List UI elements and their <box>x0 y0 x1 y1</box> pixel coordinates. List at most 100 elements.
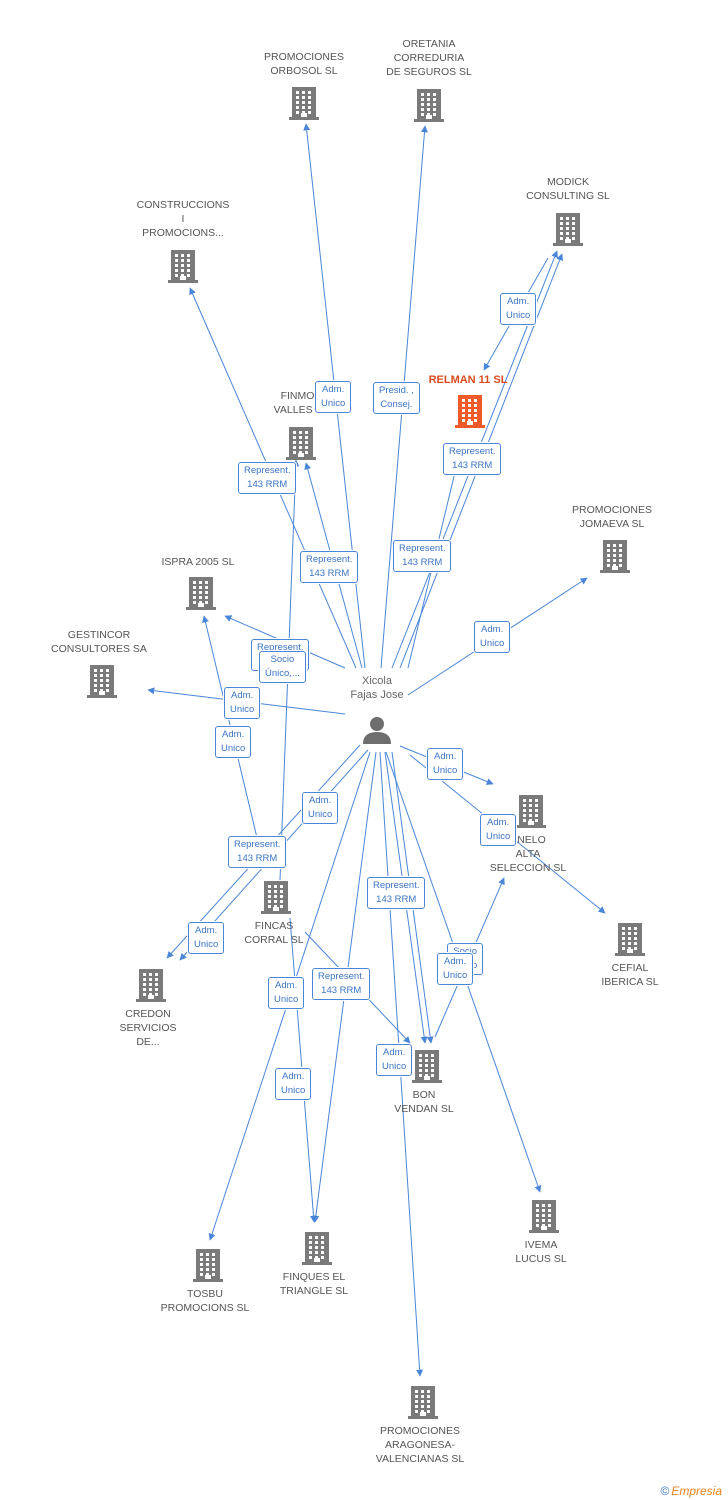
relation-label-line: Represent. <box>373 880 420 891</box>
relation-label-line: Adm. <box>383 1047 406 1058</box>
relation-label[interactable]: Represent.143 RRM <box>228 836 287 868</box>
relation-label[interactable]: Adm.Unico <box>315 381 352 413</box>
relation-label[interactable]: Adm.Unico <box>474 621 511 653</box>
building-icon[interactable] <box>289 87 319 120</box>
relation-label-line: 143 RRM <box>321 985 362 996</box>
building-icon[interactable] <box>193 1249 223 1282</box>
node-label-line: MODICK <box>547 176 589 188</box>
relation-label[interactable]: Adm.Unico <box>376 1044 413 1076</box>
node-label-modick[interactable]: MODICK CONSULTING SL <box>503 175 633 203</box>
node-label-line: ORBOSOL SL <box>270 65 338 77</box>
node-label-line: SERVICIOS <box>119 1022 177 1034</box>
building-icon[interactable] <box>87 665 117 698</box>
relation-label-line: Unico <box>506 310 531 321</box>
node-label-line: ANELO <box>510 834 546 846</box>
node-label-line: ISPRA 2005 SL <box>161 556 235 568</box>
node-label-line: CEFIAL <box>611 962 649 974</box>
relation-label-line: Adm. <box>434 751 457 762</box>
relation-label-line: Unico <box>281 1085 306 1096</box>
relation-label[interactable]: Represent.143 RRM <box>238 462 297 494</box>
relation-label-line: Unico <box>321 398 346 409</box>
node-label-line: FINCAS <box>254 920 294 932</box>
node-label-line: VALLES SL <box>273 404 329 416</box>
relation-label-line: Unico <box>308 809 333 820</box>
building-icon[interactable] <box>600 540 630 573</box>
building-icon[interactable] <box>615 923 645 956</box>
relation-label-line: Adm. <box>282 1071 305 1082</box>
building-icon[interactable] <box>408 1386 438 1419</box>
relation-label[interactable]: Presid. ,Consej. <box>373 382 420 414</box>
building-icon[interactable] <box>553 213 583 246</box>
node-label-line: CONSULTING SL <box>526 190 610 202</box>
node-label-orbosol[interactable]: PROMOCIONES ORBOSOL SL <box>239 50 369 78</box>
relation-label[interactable]: Adm.Unico <box>215 726 252 758</box>
copyright-symbol: © <box>660 1484 670 1498</box>
relation-label[interactable]: Adm.Unico <box>427 748 464 780</box>
building-icon[interactable] <box>412 1050 442 1083</box>
node-label-line: TOSBU <box>187 1288 223 1300</box>
relation-label[interactable]: Adm.Unico <box>188 922 225 954</box>
building-icon[interactable] <box>168 250 198 283</box>
relation-label-line: Unico <box>221 743 246 754</box>
relation-label[interactable]: Adm.Unico <box>437 953 474 985</box>
relation-label[interactable]: Represent.143 RRM <box>443 443 502 475</box>
relation-label[interactable]: Adm. Unico <box>224 687 261 719</box>
relation-label[interactable]: Adm.Unico <box>268 977 305 1009</box>
building-icon[interactable] <box>302 1232 332 1265</box>
node-label-line: I <box>181 213 185 225</box>
relation-label-line: 143 RRM <box>237 853 278 864</box>
building-icon[interactable] <box>186 577 216 610</box>
building-icon[interactable] <box>529 1200 559 1233</box>
relation-label-line: Adm. <box>231 690 254 701</box>
relation-label[interactable]: Adm.Unico <box>302 792 339 824</box>
node-label-line: CONSULTORES SA <box>51 643 147 655</box>
building-icon[interactable] <box>414 89 444 122</box>
building-icon[interactable] <box>455 395 485 428</box>
building-icon[interactable] <box>516 795 546 828</box>
person-icon[interactable] <box>363 717 391 744</box>
relation-label[interactable]: Adm.Unico <box>480 814 517 846</box>
relation-label-line: Represent. <box>399 543 446 554</box>
relation-label[interactable]: Represent. 143 RRM <box>367 877 426 909</box>
relation-label-line: Unico <box>443 970 468 981</box>
node-label-line: PROMOCIONES <box>264 51 344 63</box>
relation-label[interactable]: Represent. 143 RRM <box>312 968 371 1000</box>
relation-label-line: Unico <box>486 831 511 842</box>
relation-label-line: Unico <box>230 704 255 715</box>
relation-label-line: Consej. <box>380 399 413 410</box>
relation-label-line: 143 RRM <box>452 460 493 471</box>
node-label-line: IBERICA SL <box>601 976 659 988</box>
relation-label[interactable]: Adm. Unico <box>275 1068 312 1100</box>
node-label-ispra[interactable]: ISPRA 2005 SL <box>133 555 263 569</box>
relation-label-line: Único,... <box>265 668 300 679</box>
building-icon[interactable] <box>261 881 291 914</box>
building-icon[interactable] <box>136 969 166 1002</box>
empresia-logo[interactable]: ©Empresia <box>660 1484 722 1498</box>
node-label-line: CREDON <box>125 1008 171 1020</box>
relation-label[interactable]: Adm.Unico <box>500 293 537 325</box>
node-label-relman[interactable]: RELMAN 11 SL <box>403 373 533 387</box>
relation-label[interactable]: Represent. 143 RRM <box>300 551 359 583</box>
node-label-cefial[interactable]: CEFIAL IBERICA SL <box>565 961 695 989</box>
relation-label-line: 143 RRM <box>309 568 350 579</box>
relation-label-line: 143 RRM <box>376 894 417 905</box>
relation-label-line: Represent. <box>306 554 353 565</box>
relation-label[interactable]: Represent.143 RRM <box>393 540 452 572</box>
building-icon[interactable] <box>286 427 316 460</box>
relation-label-line: Represent. <box>318 971 365 982</box>
